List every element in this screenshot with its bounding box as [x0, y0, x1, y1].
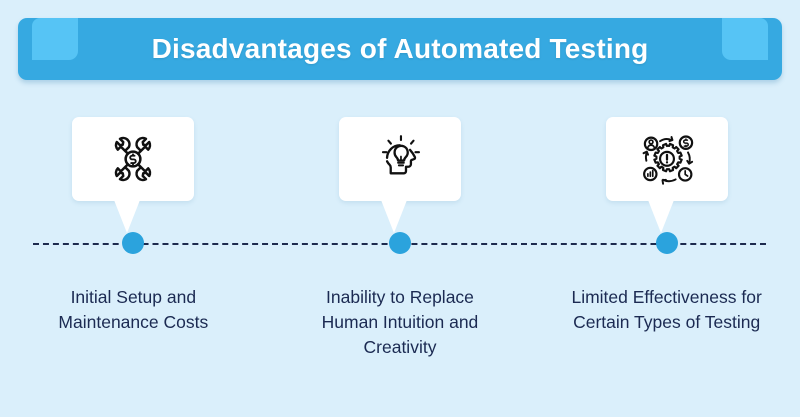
step-caption: Inability to Replace Human Intuition and…: [321, 287, 479, 357]
step-caption: Limited Effectiveness for Certain Types …: [571, 287, 762, 332]
steps-container: Initial Setup and Maintenance Costs: [0, 100, 800, 400]
header-accent-left: [32, 18, 78, 60]
step-caption: Initial Setup and Maintenance Costs: [58, 287, 209, 332]
header: Disadvantages of Automated Testing: [18, 18, 782, 80]
head-lightbulb-idea-icon: [371, 128, 429, 190]
step-item: Inability to Replace Human Intuition and…: [267, 100, 534, 400]
timeline-dot: [122, 232, 145, 254]
header-bar: [18, 18, 782, 80]
gear-warning-process-cycle-icon: [635, 129, 699, 189]
timeline-dot: [655, 232, 678, 254]
step-item: Initial Setup and Maintenance Costs: [0, 100, 267, 400]
header-accent-right: [722, 18, 768, 60]
timeline-dot: [388, 232, 411, 254]
icon-bubble: [605, 117, 728, 233]
icon-bubble: [338, 117, 461, 233]
crossed-wrenches-dollar-icon: [102, 128, 164, 190]
step-item: Limited Effectiveness for Certain Types …: [533, 100, 800, 400]
icon-bubble: [72, 117, 195, 233]
page-title: Disadvantages of Automated Testing: [151, 33, 649, 64]
